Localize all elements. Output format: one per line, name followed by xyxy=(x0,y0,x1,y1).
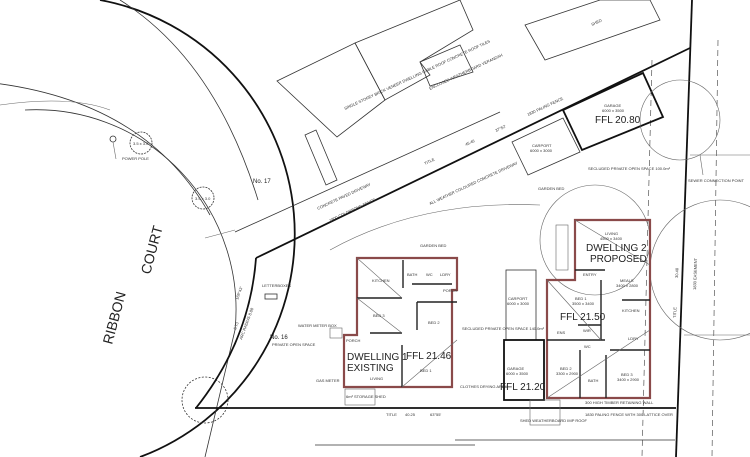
d1-title-1: DWELLING 1 xyxy=(347,352,408,363)
tree-icon: 3.5 x 3.0 xyxy=(191,186,215,210)
d2-bed1: BED 1 xyxy=(575,296,587,301)
garage-front xyxy=(503,339,545,401)
street-name-ribbon: RIBBON xyxy=(99,290,128,346)
shed-weather-label: SHED WEATHERBOARD IMP ROOF xyxy=(520,418,588,423)
d1-clothes: CLOTHES DRYING AREA xyxy=(460,384,508,389)
d1-living: LIVING xyxy=(370,376,383,381)
d2-bed2: BED 2 xyxy=(560,366,572,371)
lot-no16-pos: PRIVATE OPEN SPACE xyxy=(272,342,316,347)
d2-bed3-dim: 3400 x 2900 xyxy=(617,377,640,382)
d1-garden-bed: GARDEN BED xyxy=(420,243,447,248)
garage-rear-dim: 6000 x 3500 xyxy=(602,108,625,113)
paling-fence-bottom: 1830 PALING FENCE WITH 300 LATTICE OVER xyxy=(585,412,673,417)
new-driveway-label: ALL WEATHER COLOURED CONCRETE DRIVEWAY xyxy=(428,160,518,206)
d1-bath: BATH xyxy=(407,272,417,277)
garage-front-label: GARAGE xyxy=(507,366,524,371)
d2-title-2: PROPOSED xyxy=(590,254,647,265)
tree-icon: 3.5 x 3.0 xyxy=(129,131,153,155)
d1-pos: SECLUDED PRIVATE OPEN SPACE 140.0m² xyxy=(462,326,545,331)
title-right-label: TITLE xyxy=(672,307,677,318)
d1-porch-rear: PORCH xyxy=(443,288,458,293)
d1-bed2: BED 2 xyxy=(428,320,440,325)
rear-pos-label: SECLUDED PRIVATE OPEN SPACE 100.0m² xyxy=(588,166,671,171)
tree-icon xyxy=(181,376,229,424)
title-bottom-bearing: 63°55' xyxy=(430,412,441,417)
d1-title-2: EXISTING xyxy=(347,363,394,374)
arc-length-label: 6.73 xyxy=(232,321,240,331)
d1-meter: WATER METER BOX xyxy=(298,323,337,328)
title-top-label: TITLE xyxy=(423,157,435,166)
d1-wc: WC xyxy=(426,272,433,277)
lot-no16: No. 16 xyxy=(270,335,288,341)
carport-front-dim: 6000 x 3000 xyxy=(507,301,530,306)
letterbox-icon xyxy=(264,293,278,300)
d2-bed3: BED 3 xyxy=(621,372,633,377)
d1-bed1: BED 1 xyxy=(420,368,432,373)
d1-porch-front: PORCH xyxy=(346,338,361,343)
d2-living: LIVING xyxy=(605,231,618,236)
d1-kitchen: KITCHEN xyxy=(372,278,390,283)
d2-bed2-dim: 3300 x 2900 xyxy=(556,371,579,376)
d1-storage: 6m³ STORAGE SHED xyxy=(346,394,386,399)
d2-entry: ENTRY xyxy=(583,272,597,277)
dwelling-1 xyxy=(329,256,459,406)
garage-rear xyxy=(561,71,665,152)
d2-living-dim: 4500 x 3400 xyxy=(600,236,623,241)
dwelling-2 xyxy=(545,218,652,400)
power-pole-label: POWER POLE xyxy=(122,156,149,161)
d2-retaining: 300 HIGH TIMBER RETAINING WALL xyxy=(585,400,654,405)
neighbour-shed-label: SHED xyxy=(590,18,602,27)
sewer-label: SEWER CONNECTION POINT xyxy=(688,178,745,183)
garage-front-dim: 6000 x 3500 xyxy=(506,371,529,376)
title-bottom-length: 40.25 xyxy=(405,412,416,417)
d2-meals-dim: 3400 x 2800 xyxy=(616,283,639,288)
d2-bed1-dim: 3500 x 3400 xyxy=(572,301,595,306)
carport-rear-dim: 6000 x 3000 xyxy=(530,148,553,153)
paling-fence-top: 1830 PALING FENCE xyxy=(526,96,564,117)
carport-front-label: CARPORT xyxy=(508,296,528,301)
neighbour-house xyxy=(276,0,661,186)
d1-ffl: FFL 21.46 xyxy=(406,351,452,362)
power-pole-icon: POWER POLE xyxy=(109,135,149,161)
d2-wir: WIR xyxy=(583,328,591,333)
weatherboard-shed xyxy=(529,399,561,426)
chord-bearing-label: 169°43' xyxy=(234,286,243,301)
d2-ldry: LDRY xyxy=(628,336,639,341)
easement-label: 1830 EASEMENT xyxy=(692,257,698,290)
garage-rear-label: GARAGE xyxy=(604,103,621,108)
neighbour-house-label: SINGLE STOREY BRICK VENEER DWELLING GABL… xyxy=(343,38,491,110)
neighbour-verandah-label: ENCLOSED WEATHERBOARD VERANDAH xyxy=(428,52,503,91)
d2-kitchen: KITCHEN xyxy=(622,308,640,313)
d1-letterbox: LETTERBOXES xyxy=(262,283,291,288)
carport-rear xyxy=(511,117,581,176)
street-name-court: COURT xyxy=(137,223,165,275)
property-boundaries xyxy=(195,0,750,457)
garage-rear-ffl: FFL 20.80 xyxy=(595,115,641,126)
title-top-length: 45.46 xyxy=(464,138,476,147)
garage-front-ffl: FFL 21.20 xyxy=(500,382,546,393)
title-right-length: 30.48 xyxy=(674,267,679,278)
street-tree-label: 3.5 x 3.0 xyxy=(133,141,149,146)
street-tree-label: 3.5 x 3.0 xyxy=(195,196,211,201)
d2-ffl: FFL 21.50 xyxy=(560,312,606,323)
d2-wc: WC xyxy=(584,344,591,349)
d1-bed3: BED 3 xyxy=(373,313,385,318)
garden-bed-2: GARDEN BED xyxy=(538,186,565,191)
d1-gas: GAS METER xyxy=(316,378,340,383)
title-top-bearing: 37°52' xyxy=(494,124,507,133)
d2-meals: MEALS xyxy=(620,278,634,283)
d1-ldry: LDRY xyxy=(440,272,451,277)
title-bottom-label: TITLE xyxy=(386,412,397,417)
carport-rear-label: CARPORT xyxy=(532,143,552,148)
ribbon-court-road xyxy=(0,0,296,457)
d2-bath: BATH xyxy=(588,378,598,383)
lot-no17: No. 17 xyxy=(253,179,271,185)
d2-title-1: DWELLING 2 xyxy=(586,243,647,254)
d2-ens: ENS xyxy=(557,330,566,335)
